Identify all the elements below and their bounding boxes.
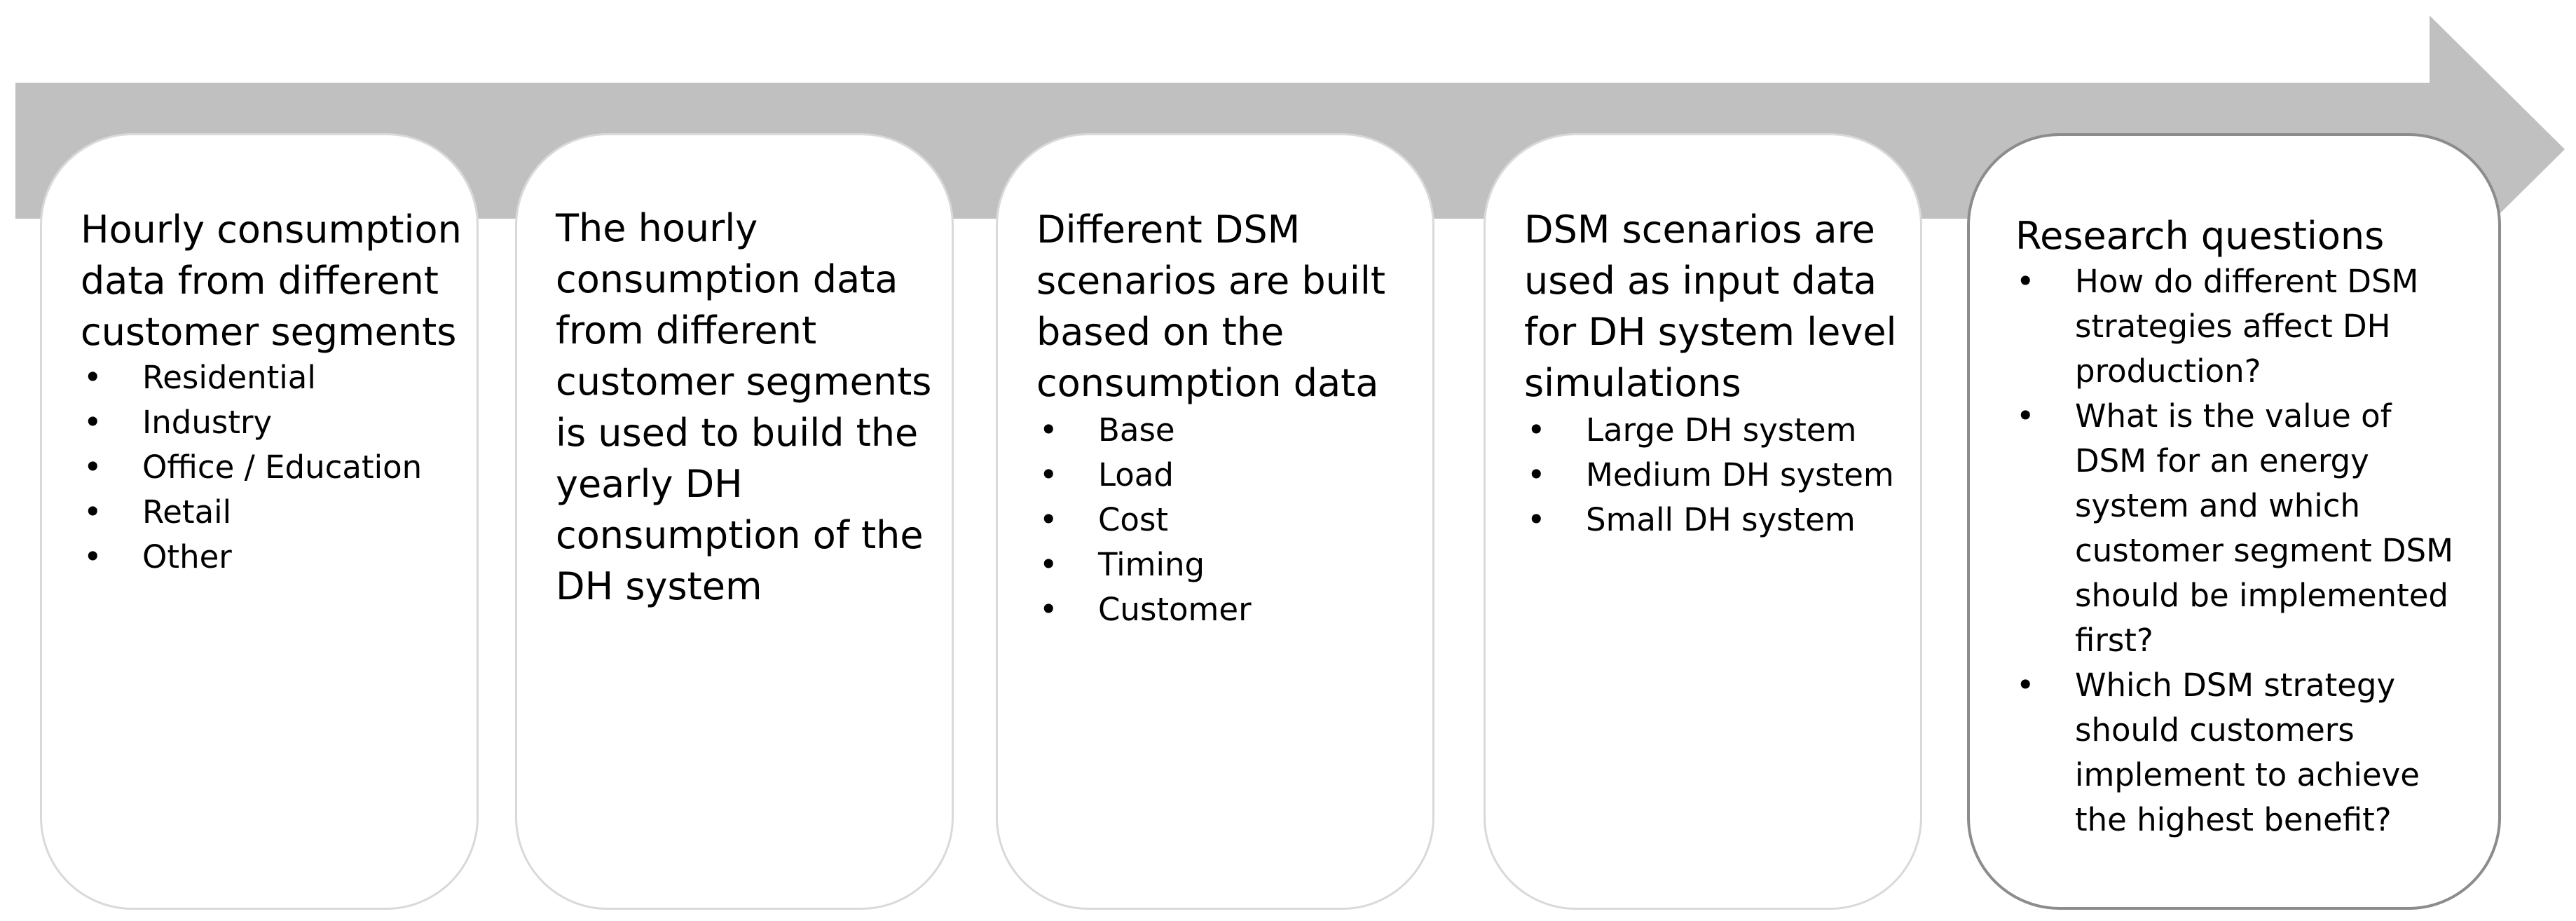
list-item-label: Office / Education [142,449,423,486]
bullet-icon: • [1039,411,1058,449]
bullet-icon: • [2016,263,2035,300]
list-item: • Office / Education [83,445,423,490]
bullet-list: • Large DH system • Medium DH system • Smal… [1527,408,1894,543]
bullet-icon: • [83,359,102,396]
step-card-customer-segments: Hourly consumption data from different c… [40,133,479,910]
bullet-list: • How do different DSM strategies affect … [2016,259,2453,842]
bullet-icon: • [83,493,102,531]
list-item: • Cost [1039,498,1252,543]
bullet-icon: • [1039,546,1058,583]
bullet-icon: • [2016,667,2035,704]
bullet-icon: • [2016,397,2035,435]
list-item-label: Residential [142,359,316,396]
list-item: • Load [1039,453,1252,498]
step-heading: DSM scenarios are used as input data for… [1524,207,1897,405]
list-item: • Large DH system [1527,408,1894,453]
list-item: • Base [1039,408,1252,453]
bullet-list: • Base • Load • Cost • Timing • Customer [1039,408,1252,632]
list-item-label: Cost [1098,501,1169,538]
list-item: • Timing [1039,543,1252,587]
step-card-yearly-consumption: The hourly consumption data from differe… [515,133,954,910]
step-heading: Different DSM scenarios are built based … [1036,207,1386,405]
list-item: • How do different DSM strategies affect … [2016,259,2453,394]
step-heading: The hourly consumption data from differe… [556,206,932,608]
step-card-research-questions: Research questions • How do different DSM… [1967,133,2501,910]
bullet-icon: • [1527,411,1546,449]
bullet-icon: • [83,538,102,575]
bullet-icon: • [83,449,102,486]
list-item: • What is the value of DSM for an energy … [2016,394,2453,663]
bullet-icon: • [83,404,102,441]
bullet-icon: • [1527,501,1546,538]
step-card-system-simulations: DSM scenarios are used as input data for… [1484,133,1922,910]
list-item-label: Base [1098,411,1175,449]
bullet-list: • Residential • Industry • Office / Educati… [83,355,423,580]
list-item-label: How do different DSM strategies affect D… [2075,263,2419,390]
list-item-label: Customer [1098,591,1252,628]
list-item: • Industry [83,400,422,445]
list-item: • Retail [83,490,422,535]
list-item-label: Which DSM strategy should customers impl… [2075,667,2420,838]
bullet-icon: • [1039,501,1058,538]
step-heading: Hourly consumption data from different c… [81,207,462,354]
list-item-label: Timing [1098,546,1205,583]
list-item-label: Other [142,538,232,575]
list-item-label: Small DH system [1586,501,1856,538]
list-item: • Customer [1039,587,1252,632]
list-item: • Medium DH system [1527,453,1894,498]
list-item-label: Industry [142,404,273,441]
list-item-label: Large DH system [1586,411,1857,449]
list-item: • Other [83,535,422,580]
list-item-label: Retail [142,493,232,531]
list-item-label: Medium DH system [1586,456,1894,493]
step-card-dsm-scenarios: Different DSM scenarios are built based … [996,133,1434,910]
bullet-icon: • [1527,456,1546,493]
list-item: • Which DSM strategy should customers imp… [2016,663,2453,842]
step-heading: Research questions [2015,214,2385,258]
bullet-icon: • [1039,591,1058,628]
list-item-label: Load [1098,456,1174,493]
bullet-icon: • [1039,456,1058,493]
list-item: • Residential [83,355,422,400]
list-item: • Small DH system [1527,498,1894,543]
list-item-label: What is the value of DSM for an energy s… [2075,397,2453,659]
